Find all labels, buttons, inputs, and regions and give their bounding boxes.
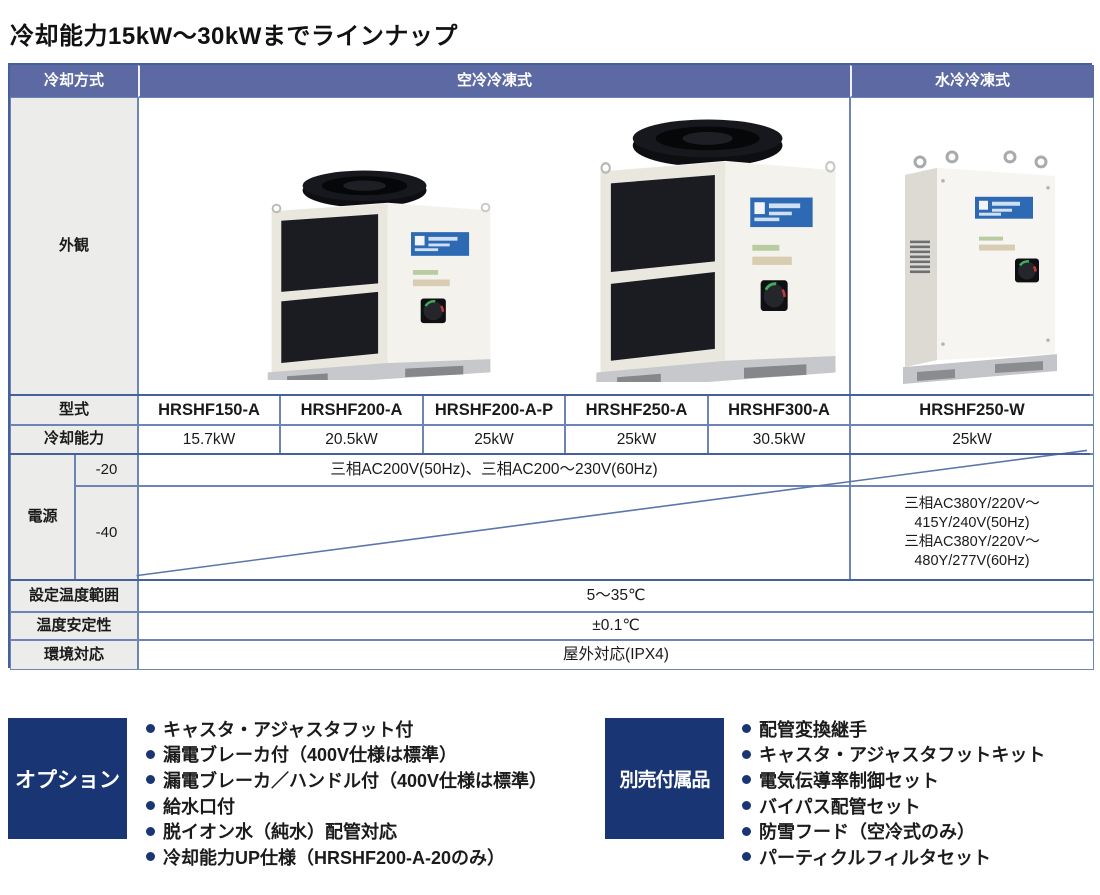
accessory-item: キャスタ・アジャスタフットキット bbox=[742, 742, 1045, 768]
bullet-icon bbox=[146, 724, 155, 734]
bullet-icon bbox=[742, 724, 751, 734]
row-label-temp-range: 設定温度範囲 bbox=[10, 580, 138, 612]
options-list: キャスタ・アジャスタフット付 漏電ブレーカ付（400V仕様は標準） 漏電ブレーカ… bbox=[146, 716, 547, 870]
model-cell: HRSHF200-A bbox=[280, 395, 423, 425]
temp-range-value-cell: 5～35℃ bbox=[138, 580, 1094, 612]
fan-icon bbox=[632, 119, 783, 167]
accessory-item-label: 防雪フード（空冷式のみ） bbox=[759, 822, 975, 843]
bullet-icon bbox=[742, 801, 751, 811]
row-separator bbox=[10, 579, 1090, 581]
page-title: 冷却能力15kW～30kWまでラインナップ bbox=[10, 23, 458, 50]
options-label-box: オプション bbox=[8, 718, 127, 839]
row-label-environment: 環境対応 bbox=[10, 640, 138, 670]
accessory-item: パーティクルフィルタセット bbox=[742, 844, 1045, 870]
capacity-cell: 30.5kW bbox=[708, 425, 850, 454]
row-label-appearance: 外観 bbox=[10, 97, 138, 395]
product-photo-air-cooled-large bbox=[596, 119, 836, 382]
capacity-cell: 25kW bbox=[850, 425, 1094, 454]
spec-table: 冷却方式 空冷冷凍式 水冷冷凍式 外観 型式 HRSHF150-A HRSHF2… bbox=[8, 63, 1094, 670]
option-item: 冷却能力UP仕様（HRSHF200-A-20のみ） bbox=[146, 844, 547, 870]
accessory-item-label: バイパス配管セット bbox=[759, 796, 921, 817]
option-item: キャスタ・アジャスタフット付 bbox=[146, 716, 547, 742]
accessory-item: バイパス配管セット bbox=[742, 793, 1045, 819]
product-photo-water-cooled bbox=[903, 150, 1057, 384]
model-cell: HRSHF250-W bbox=[850, 395, 1094, 425]
control-knob bbox=[760, 280, 788, 312]
row-separator bbox=[10, 394, 1090, 396]
capacity-cell: 15.7kW bbox=[138, 425, 280, 454]
bullet-icon bbox=[146, 749, 155, 759]
brand-label bbox=[411, 232, 470, 256]
options-label: オプション bbox=[15, 768, 120, 792]
header-air-cooled: 空冷冷凍式 bbox=[138, 65, 850, 97]
power-40-air-cell bbox=[138, 486, 850, 580]
power-40-water-line: 三相AC380Y/220V～ bbox=[904, 534, 1040, 550]
bullet-icon bbox=[742, 852, 751, 862]
control-knob bbox=[1015, 258, 1039, 283]
option-item-label: 冷却能力UP仕様（HRSHF200-A-20のみ） bbox=[163, 847, 506, 868]
row-label-capacity: 冷却能力 bbox=[10, 425, 138, 454]
model-cell: HRSHF300-A bbox=[708, 395, 850, 425]
accessory-item: 防雪フード（空冷式のみ） bbox=[742, 818, 1045, 844]
option-item: 脱イオン水（純水）配管対応 bbox=[146, 818, 547, 844]
accessories-list: 配管変換継手 キャスタ・アジャスタフットキット 電気伝導率制御セット バイパス配… bbox=[742, 716, 1045, 870]
row-label-model: 型式 bbox=[10, 395, 138, 425]
option-item: 給水口付 bbox=[146, 793, 547, 819]
bullet-icon bbox=[742, 826, 751, 836]
header-water-cooled: 水冷冷凍式 bbox=[850, 65, 1094, 97]
accessory-item: 配管変換継手 bbox=[742, 716, 1045, 742]
power-40-water-line: 480Y/277V(60Hz) bbox=[914, 552, 1030, 569]
environment-value-cell: 屋外対応(IPX4) bbox=[138, 640, 1094, 670]
power-40-water-cell: 三相AC380Y/220V～ 415Y/240V(50Hz) 三相AC380Y/… bbox=[850, 486, 1094, 580]
accessory-item: 電気伝導率制御セット bbox=[742, 767, 1045, 793]
accessories-label: 別売付属品 bbox=[619, 770, 710, 791]
option-item-label: 給水口付 bbox=[163, 796, 235, 817]
accessory-item-label: 配管変換継手 bbox=[759, 719, 867, 740]
product-photo-air-cooled-small bbox=[267, 170, 491, 380]
capacity-cell: 20.5kW bbox=[280, 425, 423, 454]
control-knob bbox=[420, 298, 446, 324]
temp-stability-value-cell: ±0.1℃ bbox=[138, 612, 1094, 640]
option-item-label: キャスタ・アジャスタフット付 bbox=[163, 719, 414, 740]
bullet-icon bbox=[742, 749, 751, 759]
power-40-water-line: 415Y/240V(50Hz) bbox=[914, 515, 1030, 532]
option-item-label: 漏電ブレーカ付（400V仕様は標準） bbox=[163, 745, 458, 766]
accessory-item-label: キャスタ・アジャスタフットキット bbox=[759, 745, 1046, 766]
capacity-cell: 25kW bbox=[423, 425, 565, 454]
eyebolt-icons bbox=[913, 150, 1048, 169]
power-20-air-cell: 三相AC200V(50Hz)、三相AC200～230V(60Hz) bbox=[138, 454, 850, 486]
bullet-icon bbox=[146, 852, 155, 862]
row-separator bbox=[10, 453, 1090, 455]
power-40-water-line: 三相AC380Y/220V～ bbox=[904, 496, 1040, 513]
bullet-icon bbox=[146, 775, 155, 785]
model-cell: HRSHF250-A bbox=[565, 395, 708, 425]
capacity-cell: 25kW bbox=[565, 425, 708, 454]
header-cooling-method: 冷却方式 bbox=[10, 65, 138, 97]
panel-screws bbox=[941, 179, 1050, 346]
bullet-icon bbox=[146, 801, 155, 811]
fan-icon bbox=[302, 170, 427, 208]
option-item: 漏電ブレーカ／ハンドル付（400V仕様は標準） bbox=[146, 767, 547, 793]
accessory-item-label: パーティクルフィルタセット bbox=[759, 847, 992, 868]
row-label-power: 電源 bbox=[10, 454, 75, 580]
bullet-icon bbox=[146, 826, 155, 836]
brand-label bbox=[750, 197, 813, 228]
brand-label bbox=[975, 196, 1033, 219]
power-20-water-cell bbox=[850, 454, 1094, 486]
side-vent-slots bbox=[910, 240, 930, 274]
option-item: 漏電ブレーカ付（400V仕様は標準） bbox=[146, 742, 547, 768]
power-sub-label-20: -20 bbox=[75, 454, 138, 486]
row-label-temp-stability: 温度安定性 bbox=[10, 612, 138, 640]
model-cell: HRSHF200-A-P bbox=[423, 395, 565, 425]
option-item-label: 漏電ブレーカ／ハンドル付（400V仕様は標準） bbox=[163, 770, 548, 791]
bullet-icon bbox=[742, 775, 751, 785]
power-sub-label-40: -40 bbox=[75, 486, 138, 580]
option-item-label: 脱イオン水（純水）配管対応 bbox=[163, 822, 397, 843]
accessory-item-label: 電気伝導率制御セット bbox=[759, 770, 939, 791]
accessories-label-box: 別売付属品 bbox=[605, 718, 724, 839]
model-cell: HRSHF150-A bbox=[138, 395, 280, 425]
